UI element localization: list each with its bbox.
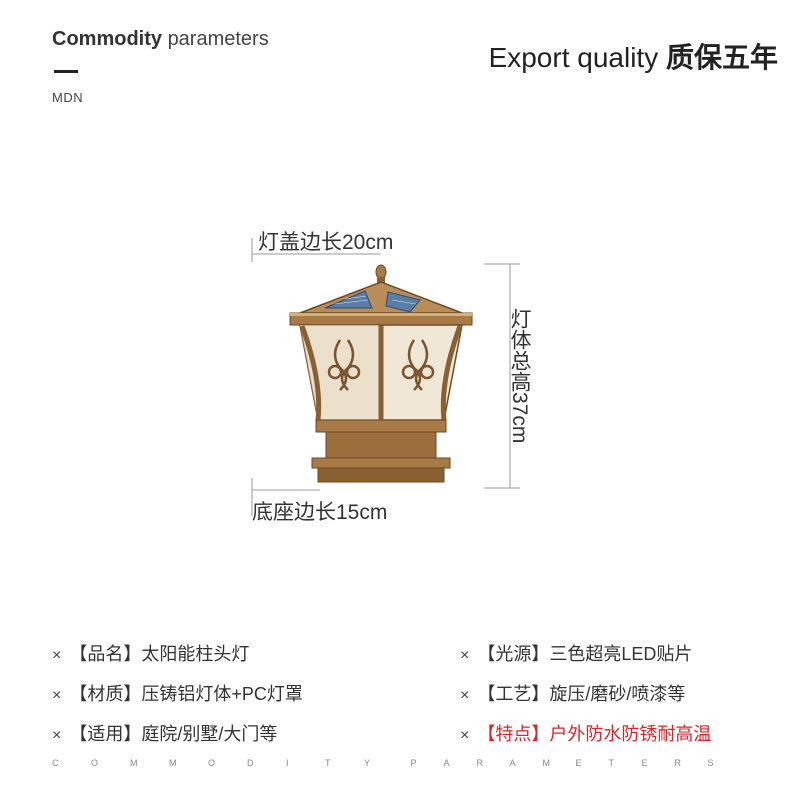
param-label: 【光源】: [477, 644, 550, 664]
title-light: parameters: [167, 28, 269, 50]
export-en: Export quality: [488, 42, 659, 73]
param-marker: ×: [460, 727, 470, 744]
title-bold: Commodity: [52, 28, 162, 50]
export-quality-banner: Export quality 质保五年: [489, 36, 778, 76]
param-value: 三色超亮LED贴片: [549, 644, 693, 664]
dimension-label-bottom: 底座边长15cm: [252, 501, 388, 524]
title-divider: [54, 70, 78, 73]
param-marker: ×: [460, 687, 470, 704]
param-label: 【材质】: [69, 684, 142, 704]
export-cn: 质保五年: [665, 42, 778, 73]
param-value: 压铸铝灯体+PC灯罩: [141, 684, 303, 704]
param-material: × 【材质】压铸铝灯体+PC灯罩: [52, 680, 303, 706]
param-light-source: × 【光源】三色超亮LED贴片: [460, 640, 692, 666]
param-value: 太阳能柱头灯: [141, 644, 250, 664]
param-value: 户外防水防锈耐高温: [549, 724, 712, 744]
param-marker: ×: [52, 687, 62, 704]
subtitle: MDN: [52, 90, 84, 105]
param-value: 旋压/磨砂/喷漆等: [549, 684, 686, 704]
dimension-label-right: 灯体总高37cm: [508, 308, 531, 444]
param-marker: ×: [460, 647, 470, 664]
param-usage: × 【适用】庭院/别墅/大门等: [52, 720, 277, 746]
param-label: 【工艺】: [477, 684, 550, 704]
param-features: × 【特点】户外防水防锈耐高温: [460, 720, 711, 746]
param-label: 【特点】: [477, 724, 550, 744]
param-value: 庭院/别墅/大门等: [141, 724, 278, 744]
page-title: Commodity parameters: [52, 28, 269, 51]
param-marker: ×: [52, 727, 62, 744]
param-process: × 【工艺】旋压/磨砂/喷漆等: [460, 680, 685, 706]
dimension-lines: [251, 238, 520, 516]
dimension-label-top: 灯盖边长20cm: [258, 231, 394, 254]
param-name: × 【品名】太阳能柱头灯: [52, 640, 249, 666]
param-label: 【适用】: [69, 724, 142, 744]
lamp-image: [289, 264, 473, 483]
param-label: 【品名】: [69, 644, 142, 664]
param-marker: ×: [52, 647, 62, 664]
